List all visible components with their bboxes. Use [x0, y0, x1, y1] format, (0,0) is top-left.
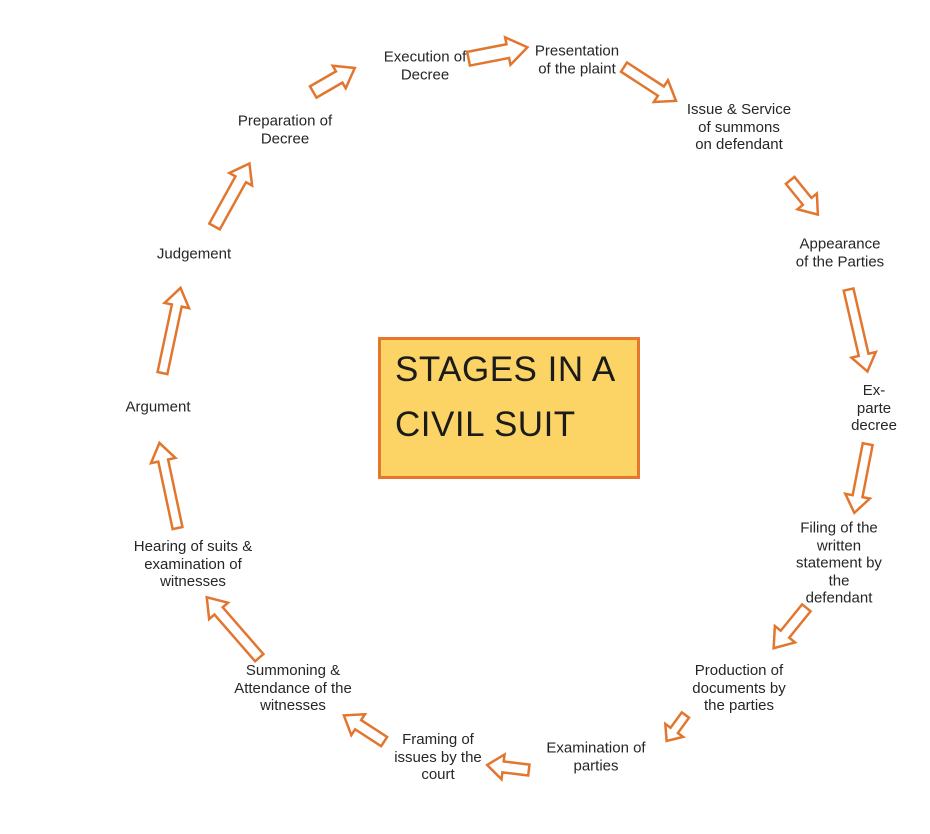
flow-arrow-argument-to-judgement: [155, 285, 191, 376]
flow-arrow-hearing-of-suits-to-argument: [148, 440, 184, 531]
diagram-title-line1: STAGES IN A: [395, 350, 616, 389]
flow-arrow-ex-parte-decree-to-filing-of-written-statement: [843, 441, 875, 515]
stage-label-judgement: Judgement: [156, 245, 232, 263]
flow-arrow-preparation-of-decree-to-execution-of-decree: [308, 64, 357, 100]
flow-arrow-issue-service-of-summons-to-appearance-of-the-parties: [784, 174, 820, 216]
flow-arrow-filing-of-written-statement-to-production-of-documents: [772, 602, 813, 650]
flow-arrow-judgement-to-preparation-of-decree: [207, 161, 254, 232]
diagram-title-line2: CIVIL SUIT: [395, 405, 576, 444]
flow-arrow-appearance-of-the-parties-to-ex-parte-decree: [842, 286, 878, 373]
stage-label-hearing-of-suits: Hearing of suits & examination of witnes…: [133, 537, 253, 590]
stage-label-production-of-documents: Production of documents by the parties: [692, 661, 786, 714]
stage-label-framing-of-issues: Framing of issues by the court: [394, 730, 482, 783]
stage-label-filing-of-written-statement: Filing of the written statement by the d…: [796, 519, 882, 607]
stage-label-presentation-of-the-plaint: Presentation of the plaint: [534, 42, 620, 78]
flow-arrow-presentation-of-the-plaint-to-issue-service-of-summons: [619, 60, 678, 104]
stage-label-appearance-of-the-parties: Appearance of the Parties: [795, 235, 885, 271]
stage-label-execution-of-decree: Execution of Decree: [383, 48, 467, 84]
flow-arrow-summoning-attendance-witnesses-to-hearing-of-suits: [205, 595, 266, 663]
stage-label-preparation-of-decree: Preparation of Decree: [237, 112, 333, 148]
flow-arrow-production-of-documents-to-examination-of-parties: [663, 710, 691, 743]
stage-label-examination-of-parties: Examination of parties: [546, 739, 646, 775]
stage-label-ex-parte-decree: Ex-parte decree: [851, 381, 897, 434]
title-box: STAGES IN A CIVIL SUIT: [378, 337, 640, 479]
stage-label-summoning-attendance-witnesses: Summoning & Attendance of the witnesses: [234, 661, 352, 714]
flow-arrow-examination-of-parties-to-framing-of-issues: [485, 751, 531, 782]
flow-arrow-framing-of-issues-to-summoning-attendance-witnesses: [342, 712, 389, 748]
stage-label-argument: Argument: [125, 398, 191, 416]
flow-arrow-execution-of-decree-to-presentation-of-the-plaint: [465, 35, 530, 68]
stage-label-issue-service-of-summons: Issue & Service of summons on defendant: [686, 100, 792, 153]
